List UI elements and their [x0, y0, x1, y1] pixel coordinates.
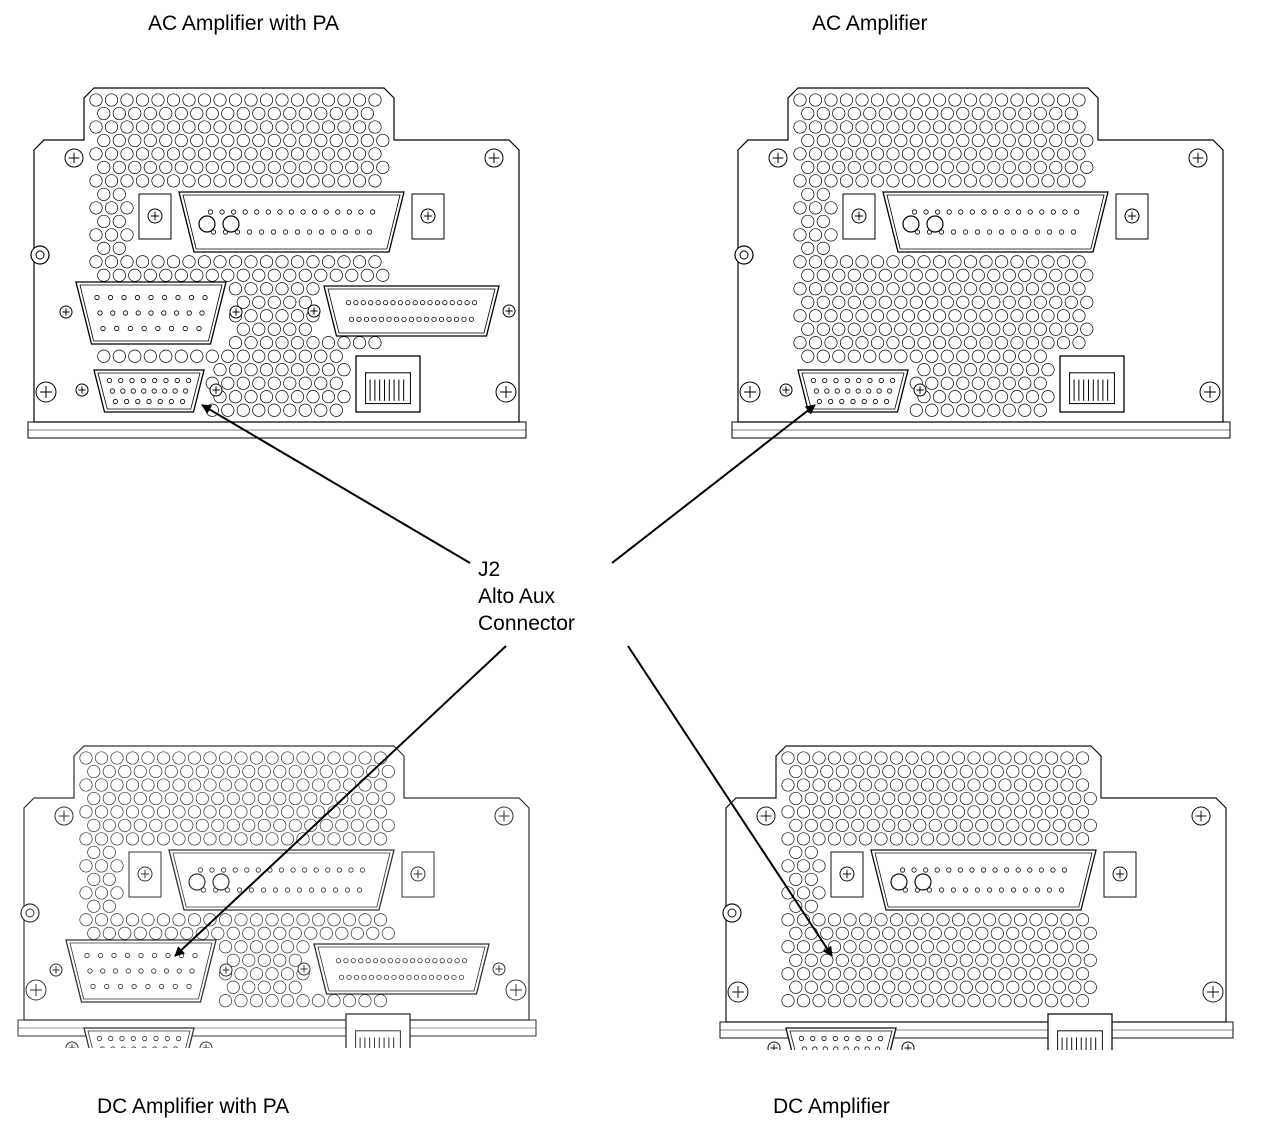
vent-hole-grid [793, 93, 1094, 417]
terminal-screw-icon [147, 208, 163, 224]
ac-amplifier-with-pa-panel [27, 87, 527, 439]
dc-amplifier-panel [719, 745, 1234, 1050]
mounting-screw-icon [739, 381, 761, 403]
jackscrew-icon [492, 962, 506, 976]
terminal-screw-icon [851, 208, 867, 224]
dc-amplifier-with-pa-panel [17, 745, 537, 1048]
mounting-screw-icon [727, 981, 749, 1003]
terminal-screw-icon [420, 208, 436, 224]
pa-io-connector [323, 285, 500, 337]
jackscrew-icon [901, 1041, 915, 1050]
terminal-screw-icon [839, 866, 855, 882]
terminal-screw-icon [137, 866, 153, 882]
jackscrew-icon [307, 304, 321, 318]
coax-post-icon [914, 873, 932, 891]
jackscrew-icon [297, 962, 311, 976]
jackscrew-icon [75, 383, 89, 397]
jackscrew-icon [229, 305, 243, 319]
terminal-screw-icon [410, 866, 426, 882]
mounting-screw-icon [484, 148, 504, 168]
mounting-screw-icon [54, 806, 74, 826]
mounting-screw-icon [25, 979, 47, 1001]
caption-ac-amplifier-with-pa: AC Amplifier with PA [148, 12, 339, 35]
jackscrew-icon [913, 383, 927, 397]
main-power-connector [882, 191, 1109, 253]
callout-line-3: Connector [478, 612, 575, 635]
jackscrew-icon [209, 383, 223, 397]
j2-alto-aux-connector [93, 369, 205, 413]
pa-io-connector [313, 943, 490, 995]
vent-hole-grid [89, 93, 390, 417]
ground-stud-icon [722, 903, 742, 923]
callout-line-1: J2 [478, 558, 501, 581]
main-power-connector [870, 849, 1097, 911]
coax-post-icon [222, 215, 240, 233]
mounting-screw-icon [64, 148, 84, 168]
mounting-screw-icon [756, 806, 776, 826]
callout-line-2: Alto Aux [478, 585, 556, 608]
mounting-screw-icon [495, 381, 517, 403]
ground-stud-icon [30, 245, 50, 265]
mounting-screw-icon [35, 381, 57, 403]
jackscrew-icon [59, 305, 73, 319]
mounting-screw-icon [1199, 381, 1221, 403]
coax-post-icon [902, 215, 920, 233]
coax-post-icon [890, 873, 908, 891]
mounting-screw-icon [1191, 806, 1211, 826]
ethernet-port [1059, 355, 1125, 413]
jackscrew-icon [502, 304, 516, 318]
main-power-connector [178, 191, 405, 253]
caption-dc-amplifier-with-pa: DC Amplifier with PA [97, 1095, 290, 1118]
terminal-screw-icon [1124, 208, 1140, 224]
coax-post-icon [188, 873, 206, 891]
ethernet-port [355, 355, 421, 413]
ethernet-port [345, 1013, 411, 1048]
j2-alto-aux-connector [83, 1027, 195, 1048]
coax-post-icon [926, 215, 944, 233]
ground-stud-icon [20, 903, 40, 923]
jackscrew-icon [779, 383, 793, 397]
j2-alto-aux-connector [785, 1027, 897, 1050]
j2-alto-aux-connector [797, 369, 909, 413]
mounting-screw-icon [1188, 148, 1208, 168]
ac-amplifier-panel [731, 87, 1231, 439]
mounting-screw-icon [494, 806, 514, 826]
jackscrew-icon [767, 1041, 781, 1050]
mounting-screw-icon [768, 148, 788, 168]
mounting-screw-icon [1202, 981, 1224, 1003]
jackscrew-icon [199, 1041, 213, 1048]
caption-ac-amplifier: AC Amplifier [812, 12, 928, 35]
pa-connector [75, 281, 227, 345]
terminal-screw-icon [1112, 866, 1128, 882]
ground-stud-icon [734, 245, 754, 265]
pa-connector [65, 939, 217, 1003]
ethernet-port [1047, 1013, 1113, 1050]
j2-connector-callout: J2 Alto Aux Connector [478, 556, 575, 637]
coax-post-icon [212, 873, 230, 891]
mounting-screw-icon [505, 979, 527, 1001]
jackscrew-icon [65, 1041, 79, 1048]
jackscrew-icon [49, 963, 63, 977]
caption-dc-amplifier: DC Amplifier [773, 1095, 890, 1118]
jackscrew-icon [219, 963, 233, 977]
coax-post-icon [198, 215, 216, 233]
